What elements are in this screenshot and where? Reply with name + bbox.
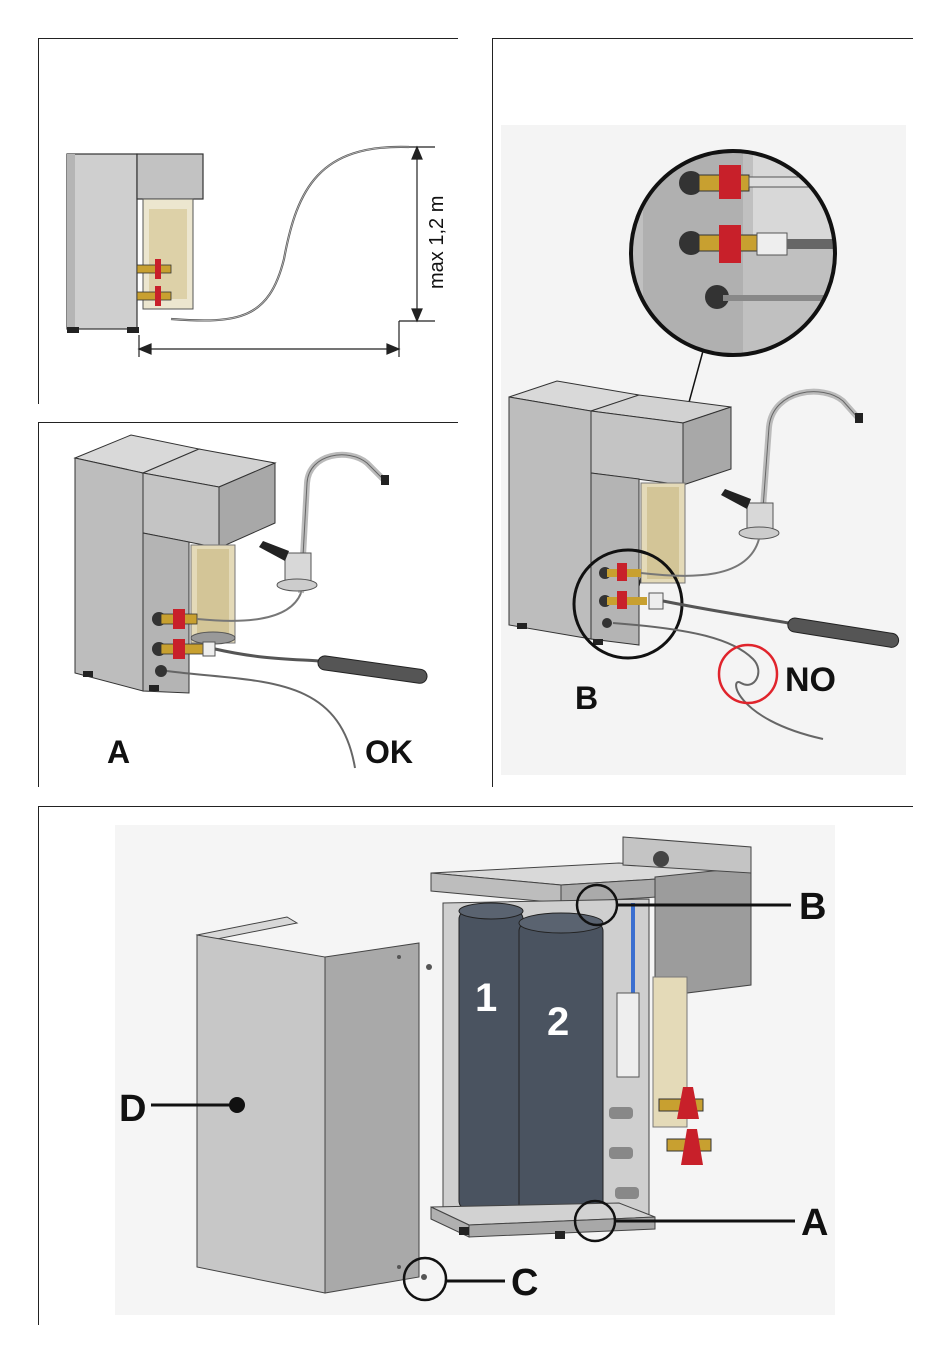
exploded-view-drawing: 1 2 B A C D [39,807,914,1326]
callout-d-dot [229,1097,245,1113]
panel-exploded-view: 1 2 B A C D [38,806,913,1325]
top-box-front [591,411,683,485]
panel-side-view: max 1,2 m [38,38,458,404]
side-view-drawing: max 1,2 m [39,39,459,405]
panel-incorrect-install: B NO [492,38,913,787]
view-label: A [107,734,130,770]
screw-top [426,964,432,970]
panel-correct-install: A OK [38,422,458,787]
callout-d-label: D [119,1088,146,1130]
cartridge-1 [459,903,523,1209]
callout-b-label: B [799,886,826,928]
callout-c-label: C [511,1262,538,1304]
callout-a-label: A [801,1202,828,1244]
ok-label: OK [365,734,413,770]
view-label: B [575,680,598,716]
cartridge-2-number: 2 [547,1000,569,1044]
cartridge-1-number: 1 [475,976,497,1020]
screw-bottom [421,1274,427,1280]
housing-left-front [75,458,143,691]
housing-body [67,154,137,329]
incorrect-install-drawing: B NO [493,39,914,788]
housing-left-front [509,397,591,639]
no-label: NO [785,661,836,699]
dimension-label: max 1,2 m [426,196,448,289]
correct-install-drawing: A OK [39,423,459,788]
cartridge-2 [519,913,603,1215]
top-box [137,154,203,199]
